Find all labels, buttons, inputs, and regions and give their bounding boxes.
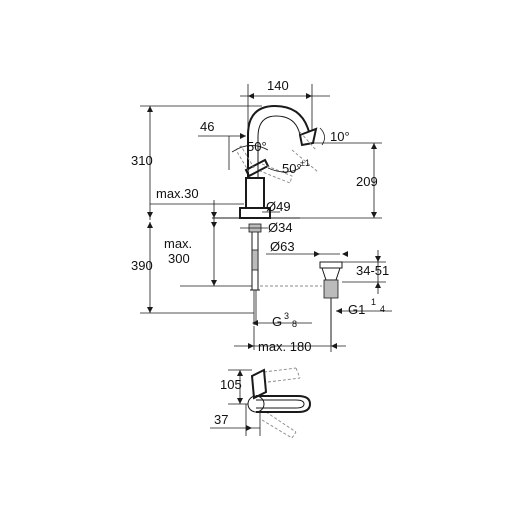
dim-base-dia: Ø49: [262, 199, 291, 214]
dim-label-10deg: 10°: [330, 129, 350, 144]
top-view: 105 37: [210, 367, 312, 439]
dim-angle-10: 10°: [312, 127, 382, 146]
dim-label-50-down: 50°: [282, 161, 302, 176]
dim-label-g1-num: 1: [371, 297, 376, 307]
dim-label-390: 390: [131, 258, 153, 273]
dim-lever-angle-up: 50°: [231, 139, 269, 154]
dim-label-140: 140: [267, 78, 289, 93]
dim-label-310: 310: [131, 153, 153, 168]
dim-spout-reach: 140: [240, 78, 330, 134]
dim-label-105: 105: [220, 377, 242, 392]
dim-deck-max: max.30: [150, 186, 244, 228]
dim-label-37: 37: [214, 412, 228, 427]
dim-thread-waste: G1 1 4: [336, 297, 392, 317]
dim-label-max: max.: [164, 236, 192, 251]
dim-label-g1: G1: [348, 302, 365, 317]
dim-label-g38-den: 8: [292, 319, 297, 329]
dim-label-46: 46: [200, 119, 214, 134]
dim-waste-dia: Ø63: [266, 239, 348, 257]
dim-lever-angle-down: 50° ±1: [267, 158, 310, 176]
dim-label-max30: max.30: [156, 186, 199, 201]
dim-label-dia34: Ø34: [268, 220, 293, 235]
dim-waste-range: 34-51: [342, 250, 389, 294]
dim-label-dia63: Ø63: [270, 239, 295, 254]
dim-thread-hose: G 3 8: [252, 311, 312, 329]
dim-label-g38: G: [272, 314, 282, 329]
dim-label-g38-num: 3: [284, 311, 289, 321]
lever-ghost-positions: [235, 131, 319, 184]
dim-label-g1-den: 4: [380, 304, 385, 314]
dim-label-50-up: 50°: [247, 139, 267, 154]
dim-below-deck: 390: [131, 222, 254, 314]
dim-max-300: max. 300: [164, 228, 252, 287]
dim-label-300: 300: [168, 251, 190, 266]
faucet-body: [212, 104, 322, 325]
dim-label-209: 209: [356, 174, 378, 189]
dim-spout-height: 209: [300, 143, 382, 219]
dim-label-max180: max. 180: [258, 339, 311, 354]
dim-shank-dia: Ø34: [240, 220, 293, 235]
dim-label-50-tolerance: ±1: [300, 158, 310, 168]
dim-label-dia49: Ø49: [266, 199, 291, 214]
waste-drain: [319, 261, 343, 345]
dim-total-upper: 310: [131, 105, 262, 220]
dim-lever-offset: 46: [198, 119, 246, 170]
dim-max-180: max. 180: [234, 326, 346, 354]
dim-label-34-51: 34-51: [356, 263, 389, 278]
